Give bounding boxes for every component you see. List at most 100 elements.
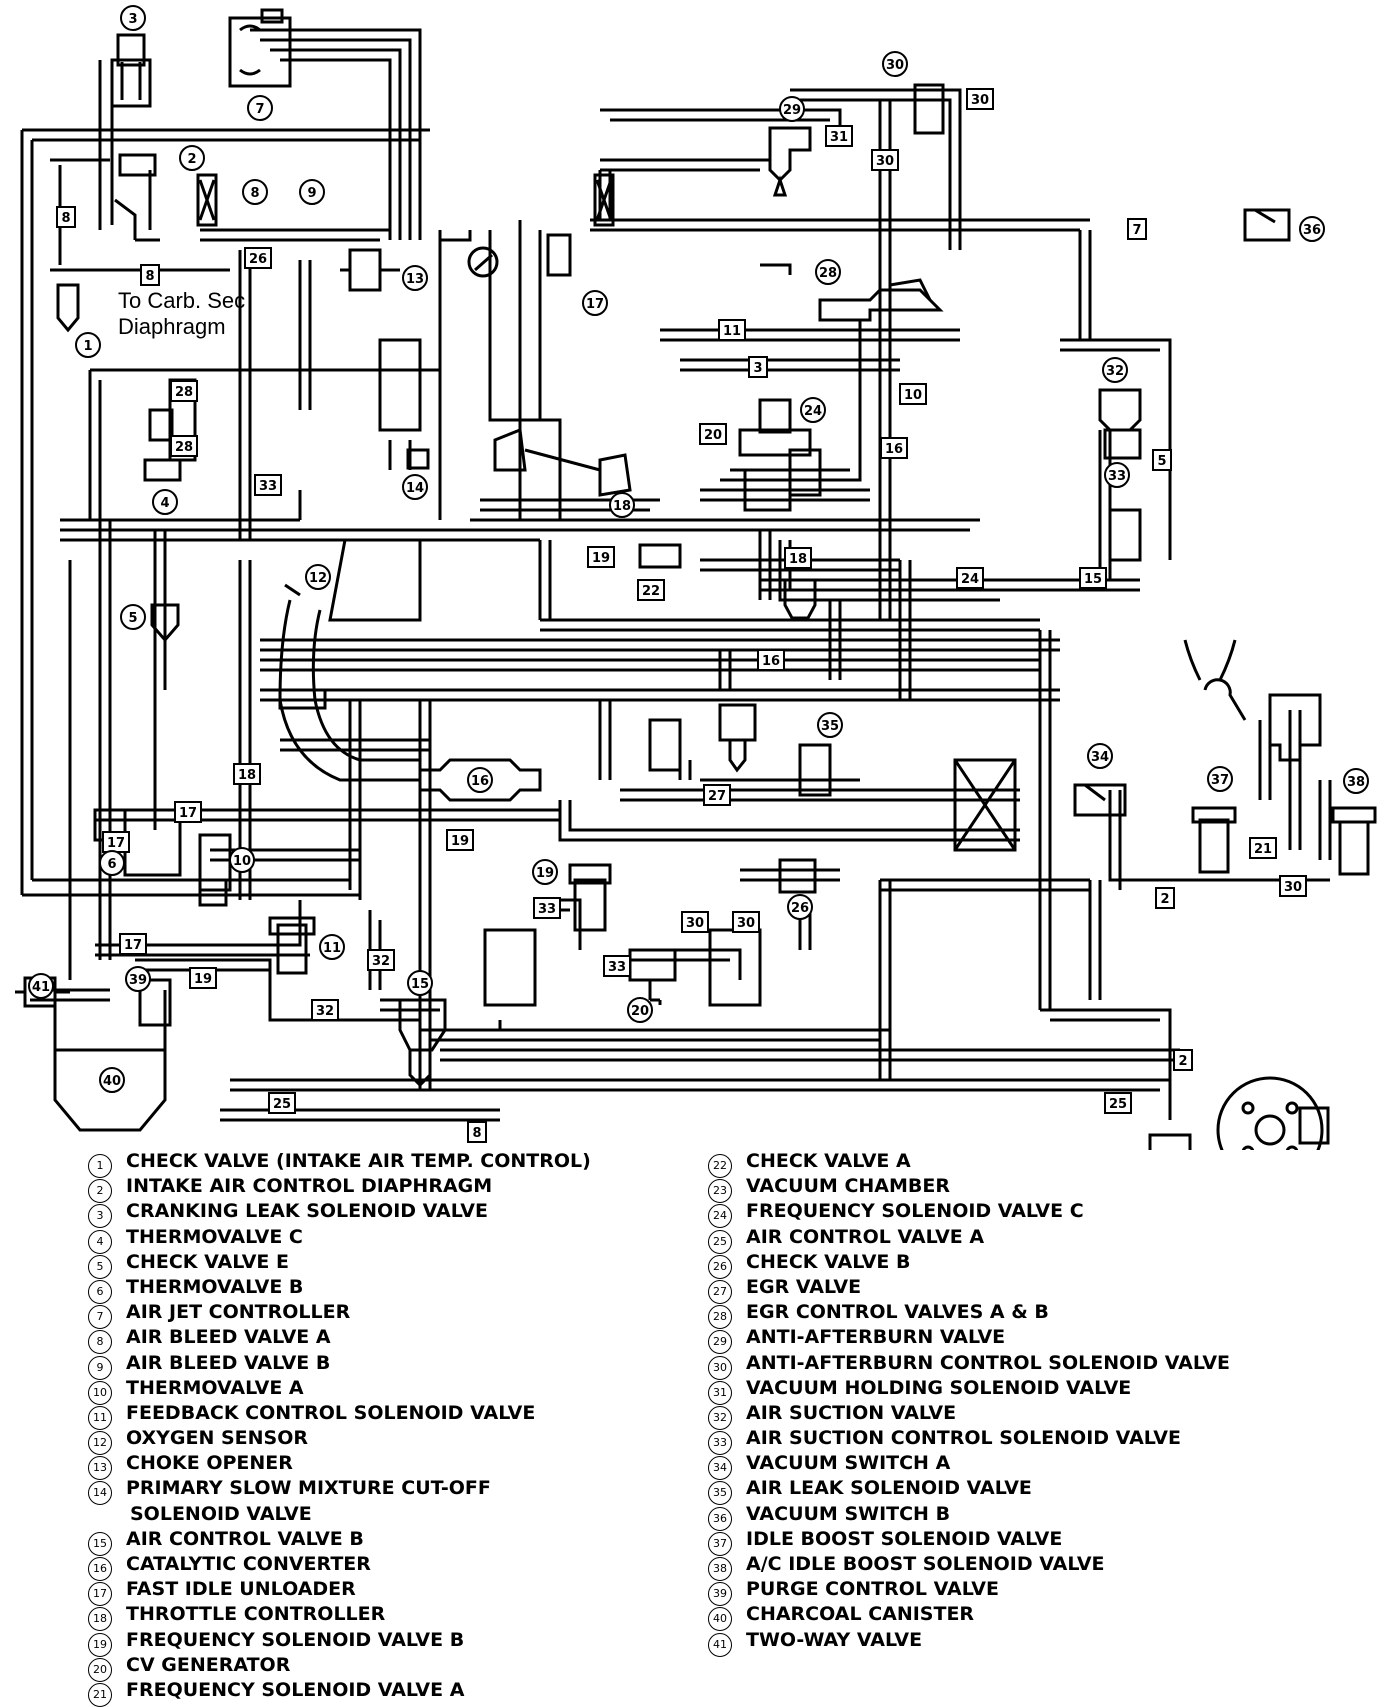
legend-text: CHECK VALVE B — [746, 1250, 911, 1273]
hose-tag-label: 2 — [1160, 892, 1169, 907]
hose-tag-28: 28 — [170, 380, 198, 402]
hose-tag-label: 30 — [971, 93, 989, 108]
hose-tag-15: 15 — [1079, 567, 1107, 589]
legend-number: 41 — [708, 1632, 732, 1657]
legend-text: VACUUM SWITCH B — [746, 1502, 951, 1525]
callout-label: 3 — [128, 12, 137, 27]
callout-label: 37 — [1211, 773, 1229, 788]
hose-tag-label: 17 — [107, 836, 125, 851]
hose-number-tags: 2235788810111516161717171818191919202122… — [56, 88, 1307, 1143]
callout-2: 2 — [179, 145, 205, 171]
legend-text: THERMOVALVE C — [126, 1225, 303, 1248]
legend-text: EGR CONTROL VALVES A & B — [746, 1301, 1049, 1324]
legend-text: INTAKE AIR CONTROL DIAPHRAGM — [126, 1175, 493, 1198]
legend-text: AIR BLEED VALVE B — [126, 1351, 331, 1374]
legend-number: 18 — [88, 1607, 112, 1632]
hose-tag-3: 3 — [748, 356, 768, 378]
callout-30: 30 — [882, 51, 908, 77]
legend-text: CHECK VALVE A — [746, 1150, 911, 1172]
legend-text: A/C IDLE BOOST SOLENOID VALVE — [746, 1553, 1105, 1575]
legend-text: AIR SUCTION VALVE — [746, 1401, 957, 1424]
legend-text: ANTI-AFTERBURN CONTROL SOLENOID VALVE — [746, 1351, 1231, 1374]
callout-33: 33 — [1104, 462, 1130, 488]
hose-tag-label: 19 — [194, 972, 212, 987]
legend-text: PRIMARY SLOW MIXTURE CUT-OFF — [126, 1477, 491, 1500]
hose-tag-label: 18 — [238, 768, 256, 783]
hose-tag-25: 25 — [268, 1092, 296, 1114]
legend-item: 4 THERMOVALVE C — [88, 1225, 688, 1254]
callout-15: 15 — [407, 970, 433, 996]
hose-tag-33: 33 — [533, 897, 561, 919]
legend-item: 26 CHECK VALVE B — [708, 1250, 1308, 1279]
callout-38: 38 — [1343, 768, 1369, 794]
legend-number: 7 — [88, 1305, 112, 1330]
legend-number: 9 — [88, 1355, 112, 1380]
callout-label: 24 — [804, 404, 822, 419]
callout-label: 35 — [821, 719, 839, 734]
callout-label: 4 — [160, 496, 169, 511]
hose-tag-label: 25 — [1109, 1097, 1127, 1112]
hose-tag-21: 21 — [1249, 837, 1277, 859]
hose-tag-label: 22 — [642, 584, 660, 599]
hose-tag-label: 32 — [372, 954, 390, 969]
hose-tag-16: 16 — [880, 437, 908, 459]
legend-text: PURGE CONTROL VALVE — [746, 1578, 999, 1601]
legend-text: VACUUM HOLDING SOLENOID VALVE — [746, 1376, 1132, 1399]
callout-label: 8 — [250, 186, 259, 201]
hose-tag-label: 25 — [273, 1097, 291, 1112]
legend-number: 10 — [88, 1380, 112, 1405]
legend-text: CV GENERATOR — [126, 1653, 291, 1676]
hose-tag-label: 16 — [885, 442, 903, 457]
legend-number: 32 — [708, 1405, 732, 1430]
carb-note-line2: Diaphragm — [118, 314, 226, 339]
callout-20: 20 — [627, 997, 653, 1023]
callout-18: 18 — [609, 492, 635, 518]
hose-tag-label: 2 — [1178, 1054, 1187, 1069]
hose-tag-25: 25 — [1104, 1092, 1132, 1114]
callout-36: 36 — [1299, 216, 1325, 242]
hose-tag-30: 30 — [1279, 875, 1307, 897]
legend-text: THERMOVALVE A — [126, 1376, 304, 1399]
hose-tag-17: 17 — [174, 801, 202, 823]
legend-number: 33 — [708, 1431, 732, 1456]
legend-number: 5 — [88, 1254, 112, 1279]
hose-tag-label: 15 — [1084, 572, 1102, 587]
legend-item: SOLENOID VALVE — [88, 1503, 688, 1528]
legend-number: 4 — [88, 1229, 112, 1254]
legend-number: 26 — [708, 1254, 732, 1279]
legend-text: FAST IDLE UNLOADER — [126, 1578, 356, 1601]
hose-tag-label: 33 — [538, 902, 556, 917]
hose-tag-2: 2 — [1173, 1049, 1193, 1071]
hose-tag-label: 7 — [1132, 223, 1141, 238]
legend-number: 11 — [88, 1405, 112, 1430]
legend-number: 13 — [88, 1456, 112, 1481]
vacuum-hose-diagram: 2235788810111516161717171818191919202122… — [15, 5, 1377, 1150]
hose-tag-20: 20 — [699, 423, 727, 445]
hose-tag-label: 8 — [472, 1126, 481, 1141]
legend-text: AIR CONTROL VALVE B — [126, 1527, 364, 1550]
legend-item: 20 CV GENERATOR — [88, 1653, 688, 1682]
legend-number: 20 — [88, 1657, 112, 1682]
hose-tag-16: 16 — [757, 649, 785, 671]
legend-text: FREQUENCY SOLENOID VALVE A — [126, 1678, 465, 1701]
hose-tag-label: 33 — [259, 479, 277, 494]
legend-number: 12 — [88, 1431, 112, 1456]
callout-5: 5 — [120, 604, 146, 630]
hose-tag-10: 10 — [899, 383, 927, 405]
